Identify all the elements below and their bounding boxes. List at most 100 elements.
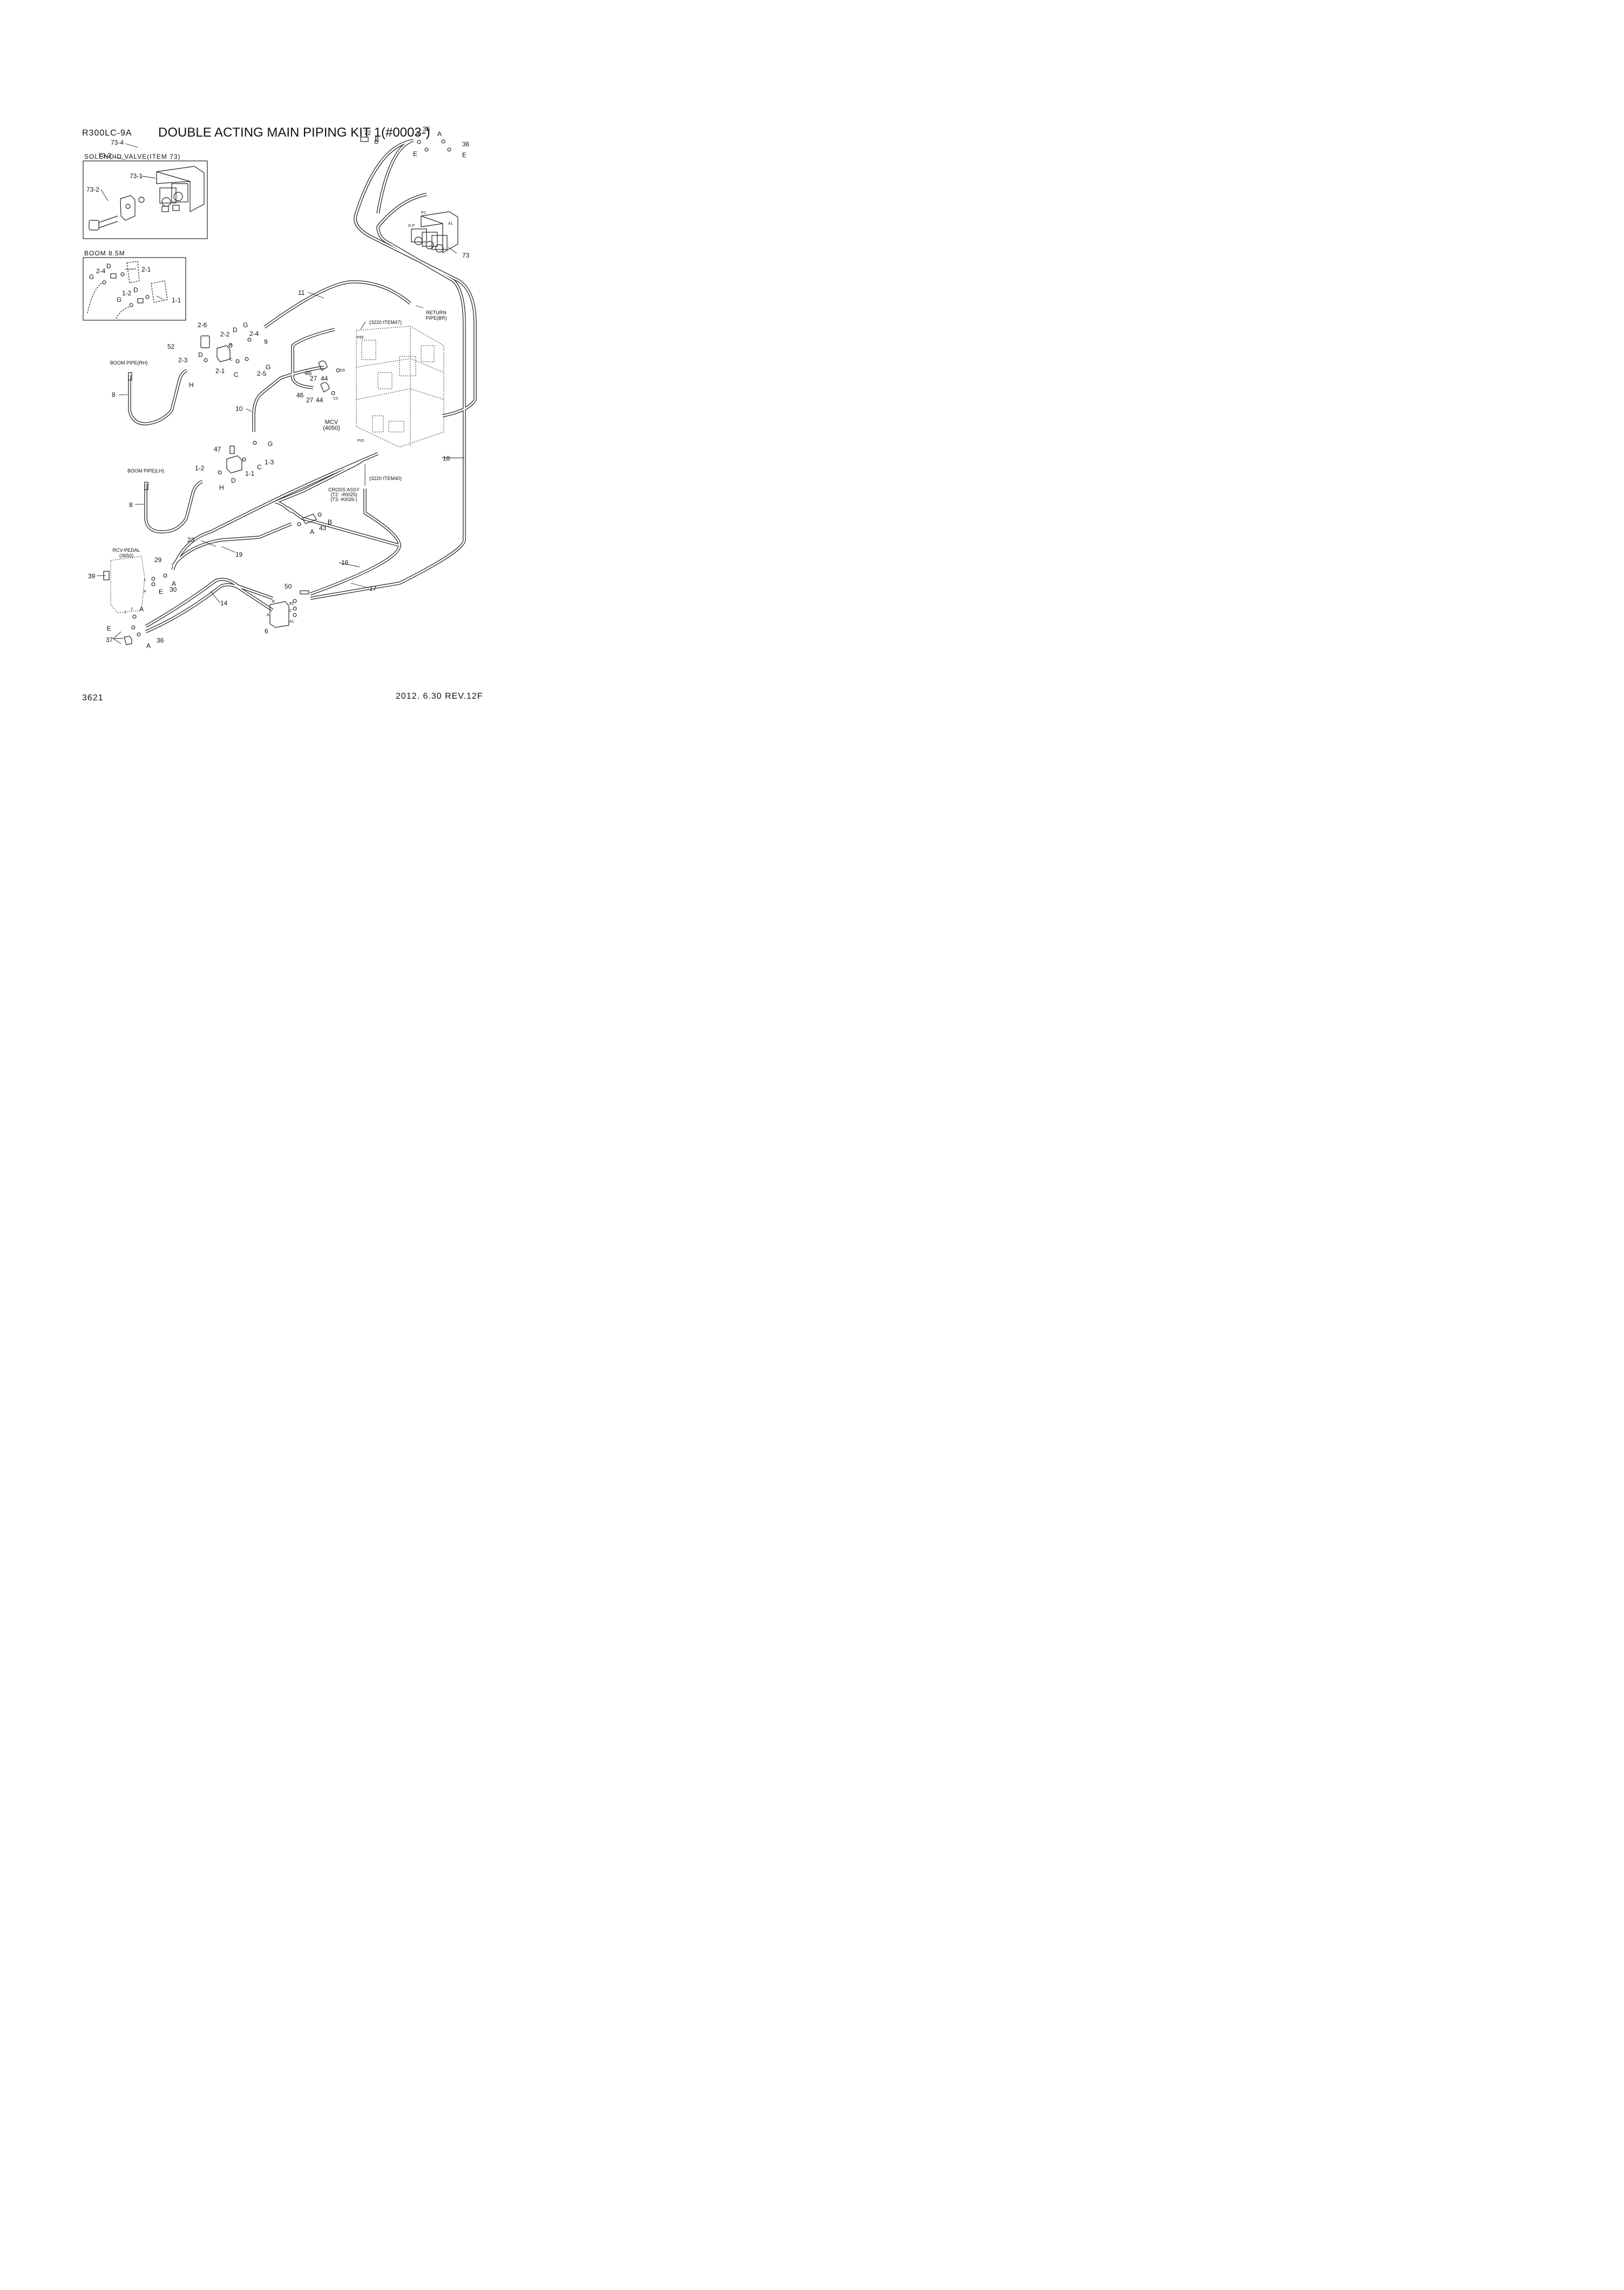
callout: 39	[88, 572, 96, 580]
hose-inner	[128, 139, 476, 633]
callout: A	[172, 580, 176, 587]
ref-3220-item47: (3220 ITEM47)	[369, 320, 402, 325]
model-number: R300LC-9A	[82, 129, 132, 138]
callout: C	[234, 371, 239, 379]
port-label: P2	[421, 211, 426, 215]
callout: 46	[296, 391, 304, 399]
rcv-pedal-drawing	[110, 556, 145, 613]
page-title: DOUBLE ACTING MAIN PIPING KIT 1(#0003-)	[158, 125, 430, 140]
solenoid-inset-labels: 73-1 73-4 73-3 73-2	[86, 139, 143, 193]
solenoid-valve-drawing	[89, 166, 205, 231]
callout: 1-1	[245, 470, 255, 477]
port-label: B	[272, 600, 275, 604]
hose-8-upper	[128, 369, 188, 425]
callout: B	[229, 343, 232, 347]
callout: A	[415, 130, 419, 138]
revision-date: 2012. 6.30 REV.12F	[396, 692, 483, 701]
callout: 18	[443, 455, 450, 462]
port-label: C5	[333, 397, 338, 401]
port-label: A	[267, 613, 269, 617]
callout: 27	[310, 375, 317, 382]
callout: 14	[220, 599, 228, 607]
callout: 19	[235, 551, 243, 558]
callout: 73-3	[98, 152, 111, 159]
port-label: D5	[340, 369, 345, 373]
callout: 44	[321, 375, 328, 382]
callout: 11	[298, 289, 305, 296]
port-label: 2	[131, 607, 133, 611]
solenoid-inset-frame	[83, 160, 208, 239]
port-label: 1	[124, 611, 126, 614]
component-labels: BOOM PIPE(RH) BOOM PIPE(LH) (3220 ITEM47…	[110, 320, 402, 481]
callout: 44	[316, 396, 323, 404]
callout: 36	[462, 140, 470, 148]
callout: D	[106, 262, 111, 270]
port-label: A1	[448, 222, 453, 226]
callout: 2-3	[178, 356, 188, 364]
port-label: G.P	[408, 224, 415, 228]
hose-17	[310, 193, 466, 600]
port-label: A1	[289, 620, 294, 624]
mcv-label: MCV(4050)	[323, 419, 340, 431]
callout: E	[462, 151, 466, 159]
callout: 50	[285, 583, 292, 590]
callout: 72	[364, 129, 371, 137]
callout: 10	[235, 405, 243, 413]
callout: 30	[170, 586, 177, 593]
callout: G	[243, 321, 248, 329]
callout: 6	[265, 627, 268, 635]
callout: 2-5	[257, 370, 267, 377]
boom-pipe-lh-label: BOOM PIPE(LH)	[127, 468, 164, 474]
callout: 73-4	[111, 139, 124, 146]
callout: D	[198, 351, 203, 359]
callout: 2-1	[215, 367, 225, 375]
callout: 73-1	[130, 172, 143, 180]
callout: 1-3	[265, 458, 274, 466]
hose-18-a	[354, 139, 477, 417]
ref-3220-item40: (3220 ITEM40)	[369, 476, 402, 481]
callout: 16	[341, 559, 349, 566]
parts-diagram-page: R300LC-9A DOUBLE ACTING MAIN PIPING KIT …	[0, 0, 596, 840]
callout: 1-2	[122, 289, 132, 297]
callout: H	[219, 484, 224, 491]
boom-inset-labels: D 2-4 2-1 G 1-2 D G 1-1	[89, 262, 181, 304]
callout: B	[375, 136, 379, 143]
callout: C	[257, 463, 262, 471]
solenoid-valve-73	[411, 211, 458, 254]
port-label: Pd5	[357, 336, 364, 340]
callout: 36	[423, 125, 430, 133]
callout: D	[233, 326, 238, 334]
callout: 37	[106, 636, 113, 644]
callout: 23	[187, 536, 195, 544]
callout: G	[266, 363, 270, 371]
page-number: 3621	[82, 693, 104, 702]
callout: 2-4	[249, 330, 259, 337]
callout: 46	[304, 369, 312, 377]
callout: A	[437, 130, 442, 138]
callout: A	[146, 642, 151, 650]
callout: 1-2	[195, 464, 205, 472]
boom-inset-fittings	[102, 272, 150, 307]
callout: 43	[319, 524, 327, 532]
port-labels: Pd5 D5 C5 Pc5 P2 G.P A1 B B1 C A A1 T P …	[124, 211, 453, 624]
main-control-valve	[356, 326, 444, 448]
boom-inset-frame	[83, 257, 186, 321]
callout: E	[107, 625, 111, 632]
port-label: Pc5	[357, 439, 364, 443]
port-label: P	[144, 590, 146, 594]
hose-19	[171, 522, 293, 567]
callout: B	[328, 518, 332, 526]
rcv-pedal-label: RCV-PEDAL(3650)	[112, 548, 140, 558]
callout: 36	[157, 637, 164, 644]
callout: 8	[129, 501, 133, 509]
boom-inset-title: BOOM 8.5M	[84, 249, 125, 257]
boom-inset-drawing	[87, 261, 168, 319]
cross-assy-label: CROSS ASSY(T2: -#0025)(T3: #0026-)	[328, 487, 360, 502]
port-label: T	[144, 579, 146, 583]
callout: G	[117, 296, 121, 303]
callout: G	[89, 273, 94, 281]
callout: 52	[167, 343, 175, 350]
callout: D	[231, 477, 236, 484]
callout: 2-6	[198, 321, 207, 329]
